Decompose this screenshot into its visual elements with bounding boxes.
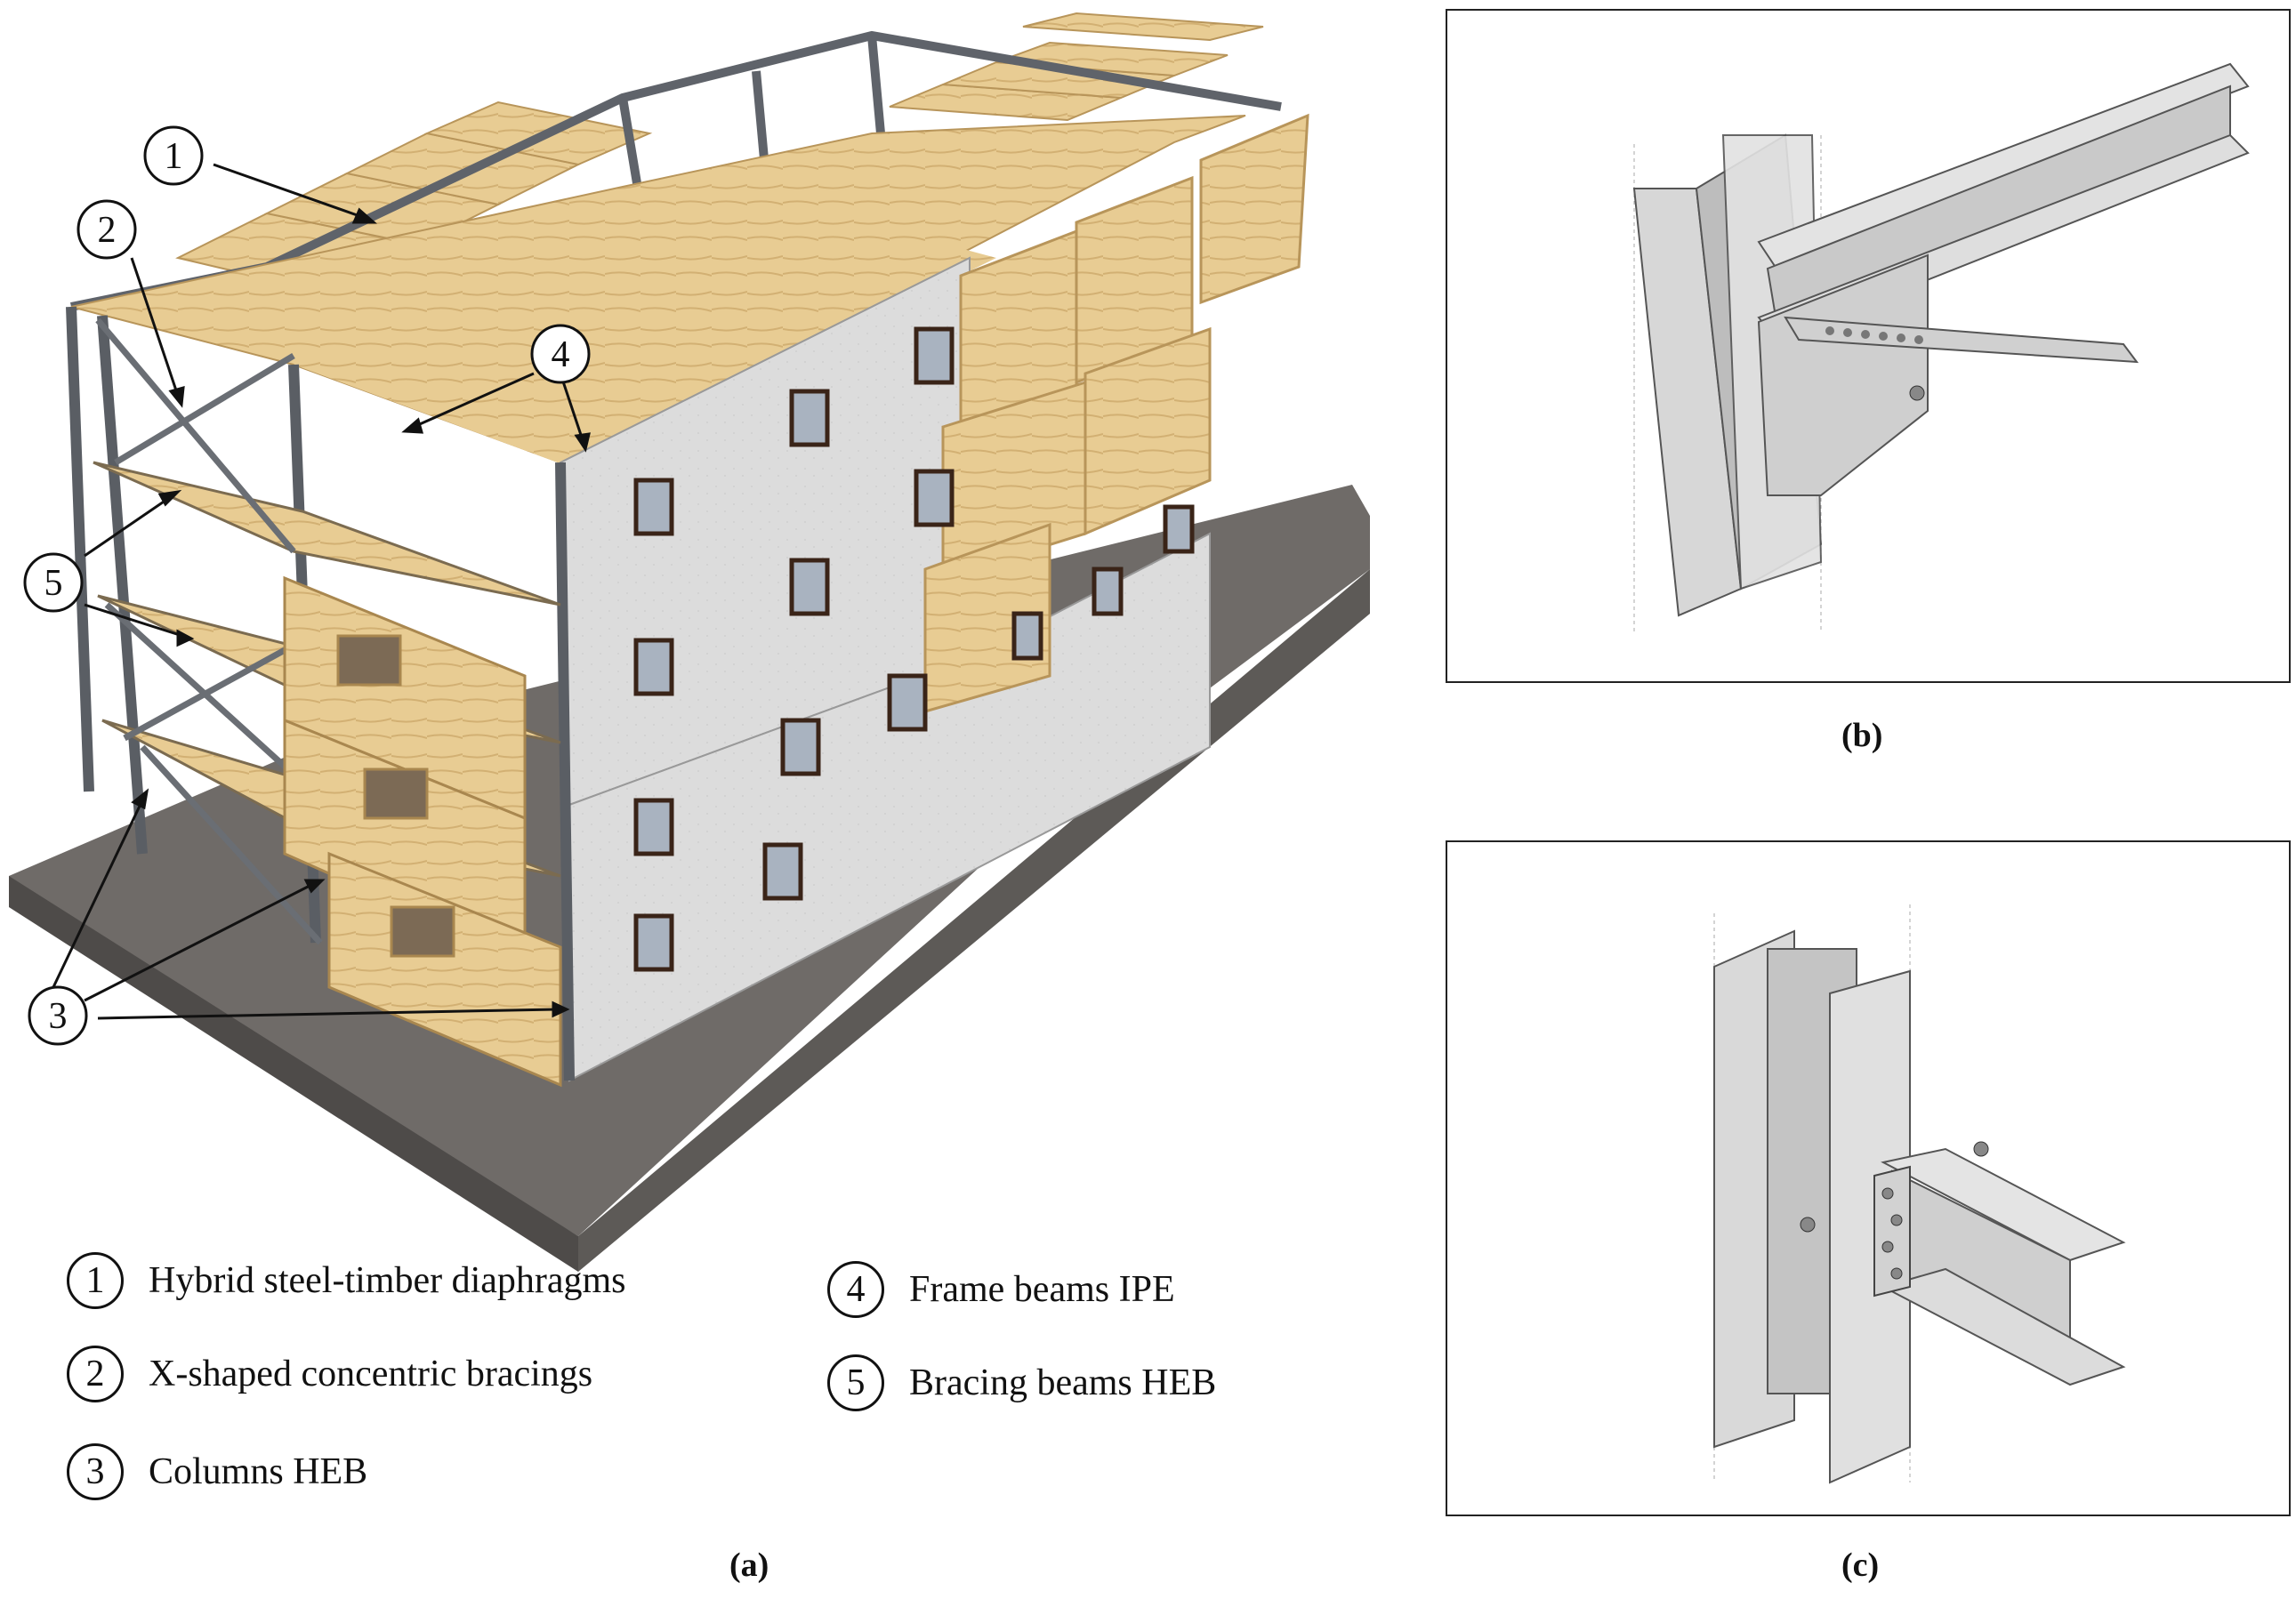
legend-item-1: 1 Hybrid steel-timber diaphragms <box>67 1249 626 1312</box>
callout-3 <box>28 985 88 1046</box>
base-slab-front <box>9 876 578 1272</box>
legend-label: Hybrid steel-timber diaphragms <box>149 1260 626 1301</box>
building-illustration: 1 2 4 5 3 <box>9 12 1370 1272</box>
caption-c: (c) <box>1841 1547 1880 1584</box>
brace-member <box>1784 316 2139 364</box>
callout-2-label: 2 <box>98 210 117 251</box>
top-deck-main <box>294 187 996 467</box>
callout-1-label: 1 <box>165 136 183 177</box>
callout-4 <box>530 324 591 384</box>
beam-top-flange <box>1757 62 2250 270</box>
caption-a: (a) <box>729 1547 769 1584</box>
legend-number-circle: 5 <box>827 1354 884 1411</box>
legend-item-2: 2 X-shaped concentric bracings <box>67 1343 592 1405</box>
legend-item-4: 4 Frame beams IPE <box>827 1258 1175 1321</box>
leader-arrows <box>52 163 591 1020</box>
nut-icon <box>1909 385 1925 401</box>
legend-item-5: 5 Bracing beams HEB <box>827 1352 1216 1414</box>
bolt-row <box>1825 326 1923 344</box>
callout-1 <box>143 125 204 186</box>
callout-2 <box>77 199 137 260</box>
panel-c <box>1446 840 2291 1516</box>
nut-icon-left <box>1800 1217 1816 1233</box>
beam-top-flange <box>1881 1147 2126 1262</box>
beam-bottom-flange <box>1881 1267 2126 1386</box>
legend-label: Frame beams IPE <box>909 1269 1175 1310</box>
callout-4-label: 4 <box>552 334 570 375</box>
connection-detail-c <box>1713 904 2126 1484</box>
caption-b: (b) <box>1841 717 1883 754</box>
legend-number: 2 <box>85 1354 105 1394</box>
x-bracings <box>95 317 323 945</box>
callout-5 <box>23 552 84 613</box>
legend-number: 3 <box>85 1451 105 1492</box>
legend-number-circle: 3 <box>67 1443 124 1500</box>
legend-number: 1 <box>85 1260 105 1301</box>
timber-cladding <box>923 113 1309 713</box>
panel-a: 1 2 4 5 3 <box>9 12 1370 1272</box>
callout-circles <box>23 125 591 1046</box>
callout-5-label: 5 <box>44 563 63 604</box>
column-flange-back <box>1829 969 1911 1484</box>
connection-detail-b <box>1632 62 2250 633</box>
legend-label: X-shaped concentric bracings <box>149 1354 593 1394</box>
legend: 1 Hybrid steel-timber diaphragms 2 X-sha… <box>67 1249 1330 1516</box>
legend-number-circle: 1 <box>67 1252 124 1309</box>
legend-label: Bracing beams HEB <box>909 1362 1217 1403</box>
legend-number: 5 <box>846 1362 866 1403</box>
end-plate <box>1873 1165 1911 1298</box>
nut-icon-right <box>1973 1141 1989 1157</box>
front-timber-panels <box>283 575 562 1088</box>
legend-item-3: 3 Columns HEB <box>67 1441 367 1503</box>
callout-3-label: 3 <box>49 996 68 1037</box>
gusset-plate <box>1757 253 1929 496</box>
legend-number-circle: 4 <box>827 1261 884 1318</box>
windows <box>633 326 1195 972</box>
legend-number-circle: 2 <box>67 1346 124 1402</box>
legend-number: 4 <box>846 1269 866 1310</box>
bolt-heads <box>1881 1187 1903 1280</box>
panel-b <box>1446 9 2291 683</box>
legend-label: Columns HEB <box>149 1451 368 1492</box>
